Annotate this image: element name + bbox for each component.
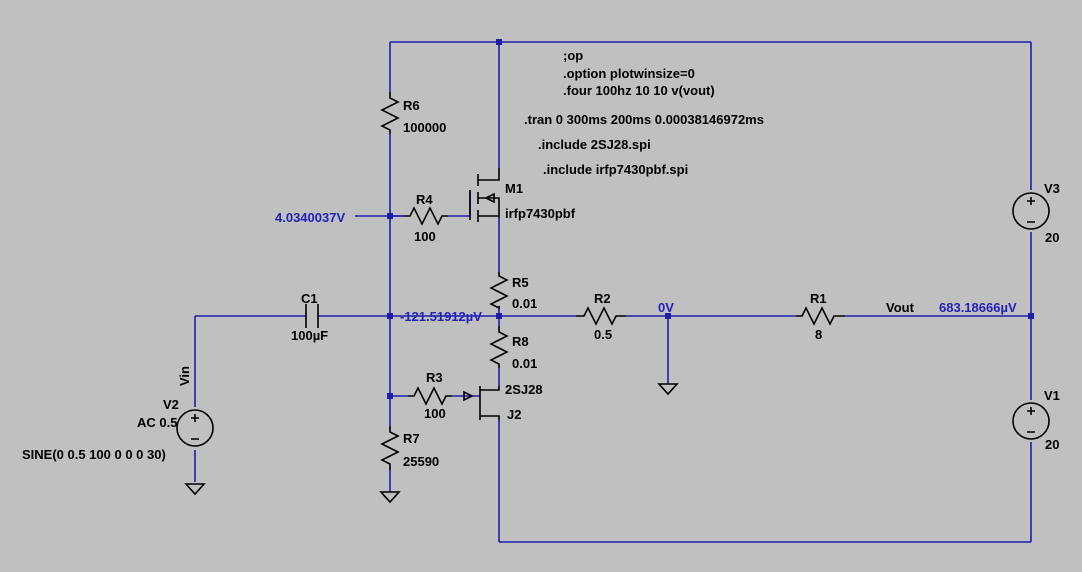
resistor-r1[interactable]: R1 8 <box>796 291 845 342</box>
r2-value: 0.5 <box>594 327 612 342</box>
r2-name: R2 <box>594 291 611 306</box>
jfet-j2[interactable]: 2SJ28 J2 <box>463 382 543 422</box>
v2-sine: SINE(0 0.5 100 0 0 0 30) <box>22 447 166 462</box>
ground-0v-node <box>657 383 679 396</box>
r5-value: 0.01 <box>512 296 537 311</box>
voltage-source-v2[interactable]: V2 AC 0.5 SINE(0 0.5 100 0 0 0 30) <box>22 397 214 462</box>
resistor-r4[interactable]: R4 100 <box>404 192 448 244</box>
resistor-r2[interactable]: R2 0.5 <box>576 291 626 342</box>
mosfet-m1[interactable]: M1 irfp7430pbf <box>469 168 576 222</box>
wires <box>194 41 1032 543</box>
net-label-vout: Vout <box>886 300 915 315</box>
directive-tran: .tran 0 300ms 200ms 0.00038146972ms <box>524 112 764 127</box>
resistor-r7[interactable]: R7 25590 <box>380 426 439 470</box>
j2-name: J2 <box>507 407 521 422</box>
m1-model: irfp7430pbf <box>505 206 576 221</box>
resistor-r8[interactable]: R8 0.01 <box>489 326 537 371</box>
voltage-midpoint: -121.51912µV <box>400 309 482 324</box>
junction-dots <box>387 39 1034 399</box>
r3-value: 100 <box>424 406 446 421</box>
r4-value: 100 <box>414 229 436 244</box>
r6-value: 100000 <box>403 120 446 135</box>
ground-r7 <box>379 491 401 504</box>
v3-name: V3 <box>1044 181 1060 196</box>
r5-name: R5 <box>512 275 529 290</box>
capacitor-c1[interactable]: C1 100µF <box>291 291 328 343</box>
directive-op: ;op <box>563 48 583 63</box>
directive-plotwinsize: .option plotwinsize=0 <box>563 66 695 81</box>
r8-name: R8 <box>512 334 529 349</box>
v2-ac: AC 0.5 <box>137 415 177 430</box>
directive-four: .four 100hz 10 10 v(vout) <box>563 83 715 98</box>
r1-name: R1 <box>810 291 827 306</box>
c1-name: C1 <box>301 291 318 306</box>
r1-value: 8 <box>815 327 822 342</box>
v2-name: V2 <box>163 397 179 412</box>
v1-name: V1 <box>1044 388 1060 403</box>
net-label-vin: Vin <box>177 366 192 386</box>
r3-name: R3 <box>426 370 443 385</box>
r8-value: 0.01 <box>512 356 537 371</box>
resistor-r3[interactable]: R3 100 <box>408 370 452 421</box>
voltage-vout: 683.18666µV <box>939 300 1017 315</box>
directive-include-2sj28: .include 2SJ28.spi <box>538 137 651 152</box>
resistor-r6[interactable]: R6 100000 <box>380 92 446 135</box>
spice-directives[interactable]: ;op .option plotwinsize=0 .four 100hz 10… <box>524 48 764 177</box>
resistor-r5[interactable]: R5 0.01 <box>489 272 537 311</box>
v1-value: 20 <box>1045 437 1059 452</box>
voltage-gate-bias: 4.0340037V <box>275 210 345 225</box>
j2-model: 2SJ28 <box>505 382 543 397</box>
r6-name: R6 <box>403 98 420 113</box>
c1-value: 100µF <box>291 328 328 343</box>
r4-name: R4 <box>416 192 433 207</box>
ground-v2 <box>184 483 206 496</box>
r7-name: R7 <box>403 431 420 446</box>
m1-name: M1 <box>505 181 523 196</box>
r7-value: 25590 <box>403 454 439 469</box>
voltage-source-v1[interactable]: V1 20 <box>1012 388 1060 452</box>
v3-value: 20 <box>1045 230 1059 245</box>
directive-include-irfp: .include irfp7430pbf.spi <box>543 162 688 177</box>
voltage-r2-node: 0V <box>658 300 674 315</box>
voltage-source-v3[interactable]: V3 20 <box>1012 181 1060 245</box>
